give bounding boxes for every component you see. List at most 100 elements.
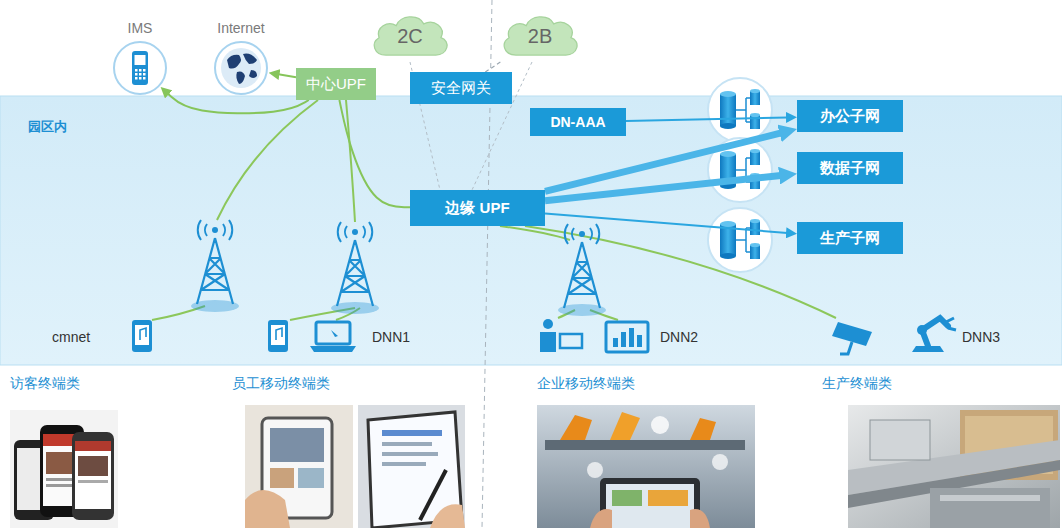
phone-icon-part: [132, 51, 148, 85]
phone-icon-part: [135, 77, 138, 80]
visitor-phones-photo-part: [46, 484, 72, 487]
phone-icon-part: [135, 69, 138, 72]
terminal-category: 员工移动终端类: [232, 375, 330, 393]
factory-photo-part: [651, 416, 669, 434]
staff-tablet-photo-part: [382, 430, 442, 436]
terminal-device-icon-part: [637, 335, 642, 347]
staff-tablet-photo-part: [358, 405, 465, 528]
factory-photo-part: [690, 418, 716, 440]
wireless-links-part: [525, 226, 836, 318]
terminal-device-icon-part: [271, 325, 285, 345]
terminal-device-icon-part: [621, 332, 626, 347]
terminal-device-icon-part: [276, 328, 282, 340]
staff-tablet-photo-part: [298, 468, 324, 488]
factory-photo-part: [560, 415, 592, 440]
production-line-photo-part: [940, 495, 1040, 501]
factory-photo-part: [590, 509, 612, 528]
icon-circle: [114, 42, 166, 94]
dn-aaa-box: DN-AAA: [530, 108, 626, 136]
staff-tablet-photo-part: [245, 405, 353, 528]
tunnel-dashed-lines: [410, 62, 532, 190]
node-text: IMS: [128, 20, 153, 36]
cloud-node: 2C: [367, 10, 453, 62]
terminal-category: 生产终端类: [822, 375, 892, 393]
cloud-shape: [374, 17, 447, 55]
terminal-device-icon-part: [946, 318, 956, 330]
staff-tablet-photo-part: [245, 490, 290, 528]
factory-photo-part: [600, 478, 700, 528]
terminal-device-icon-part: [606, 322, 648, 352]
visitor-phones-photo-part: [75, 441, 111, 451]
terminal-device-icon-part: [629, 328, 634, 347]
terminal-device-icon-part: [135, 325, 149, 345]
factory-photo-part: [587, 462, 603, 478]
node-text: 2C: [397, 25, 423, 48]
icon-badge: [112, 40, 168, 96]
node-text: DN-AAA: [550, 114, 605, 130]
icon-badge: [213, 40, 269, 96]
connector: [485, 62, 500, 72]
subnet-box: 办公子网: [797, 100, 903, 132]
terminal-device-icon-part: [917, 325, 927, 335]
dnn-label: DNN3: [962, 329, 1000, 345]
base-station-tower-part: [331, 222, 379, 314]
factory-photo: [537, 405, 755, 528]
terminal-device-icon-part: [540, 332, 556, 352]
production-line-photo-part: [870, 420, 930, 460]
base-station-tower-part: [558, 224, 606, 316]
dnn-label: DNN1: [372, 329, 410, 345]
base-station-tower-part: [191, 220, 239, 312]
edge-upf-box: 边缘 UPF: [410, 190, 545, 226]
visitor-phones-photo-part: [75, 441, 111, 509]
factory-photo-part: [648, 490, 688, 506]
node-text: 中心UPF: [306, 75, 366, 94]
wireless-links-part: [217, 100, 318, 220]
node-text: Internet: [217, 20, 264, 36]
subnet-box: 生产子网: [797, 222, 903, 254]
wireless-links-part: [346, 100, 355, 222]
staff-tablet-photo-part: [270, 468, 294, 488]
server-icon-part: [708, 208, 772, 272]
visitor-phones-photo-part: [78, 480, 108, 483]
server-icon-part: [708, 78, 772, 142]
connector: [339, 100, 410, 207]
node-text: 2B: [528, 25, 552, 48]
node-text: 边缘 UPF: [445, 199, 509, 218]
visitor-phones-photo-part: [10, 410, 118, 528]
connector: [168, 94, 309, 114]
phone-icon-part: [135, 73, 138, 76]
connector: [278, 74, 296, 77]
terminal-device-icon-part: [543, 319, 553, 329]
terminal-device-icon-part: [840, 342, 852, 354]
globe-icon-part: [221, 48, 261, 88]
node-text: 办公子网: [820, 107, 880, 126]
subnet-box: 数据子网: [797, 152, 903, 184]
factory-photo-part: [537, 405, 755, 528]
globe-icon-part: [249, 70, 257, 78]
node-text: 数据子网: [820, 159, 880, 178]
phone-icon-part: [143, 73, 146, 76]
staff-tablet-photo-part: [382, 442, 432, 446]
factory-photo-part: [610, 412, 640, 440]
phone-icon-part: [139, 73, 142, 76]
icon-circle: [215, 42, 267, 94]
phone-icon-part: [143, 69, 146, 72]
terminal-device-icon-part: [310, 346, 356, 352]
globe-icon-part: [227, 55, 241, 69]
terminal-device-icon-part: [132, 320, 152, 352]
production-line-photo-part: [848, 405, 1060, 528]
terminal-device-icon-part: [140, 328, 146, 340]
terminal-category: 访客终端类: [10, 375, 80, 393]
terminal-device-icon-part: [613, 338, 618, 347]
cloud-shape: [504, 17, 577, 55]
phone-icon-part: [135, 55, 146, 65]
dnn-label: cmnet: [52, 329, 90, 345]
connector: [545, 213, 787, 233]
factory-photo-part: [712, 454, 728, 470]
terminal-device-icon-part: [268, 320, 288, 352]
staff-tablet-photo-part: [430, 504, 465, 528]
factory-photo-part: [612, 490, 642, 506]
staff-tablet-photo-part: [270, 428, 324, 462]
